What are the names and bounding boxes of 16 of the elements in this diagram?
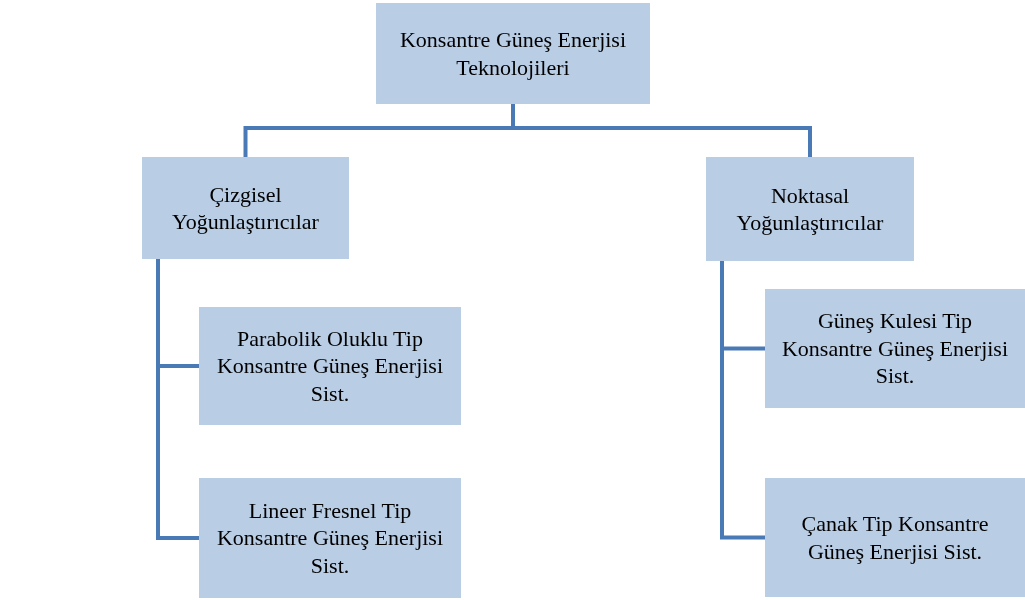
category-box (706, 157, 914, 261)
box-label: Güneş Kulesi Tip Konsantre Güneş Enerjisi Sist. (780, 307, 1010, 390)
box-label: Parabolik Oluklu Tip Konsantre Güneş Enerjisi Sist. (215, 324, 445, 408)
category-box (765, 478, 1025, 597)
connector-line (156, 259, 199, 540)
category-box (199, 307, 461, 425)
category-box (765, 289, 1025, 408)
connector-line (720, 261, 765, 540)
box-label: Lineer Fresnel Tip Konsantre Güneş Enerjisi Sist. (215, 496, 445, 580)
box-label: Konsantre Güneş Enerjisi Teknolojileri (398, 26, 628, 81)
box-label: Çanak Tip Konsantre Güneş Enerjisi Sist. (800, 510, 990, 565)
category-box (199, 478, 461, 598)
box-label: Çizgisel Yoğunlaştırıcılar (171, 180, 320, 236)
box-label: Noktasal Yoğunlaştırıcılar (735, 181, 885, 237)
category-box (376, 3, 650, 104)
category-box (142, 157, 349, 259)
